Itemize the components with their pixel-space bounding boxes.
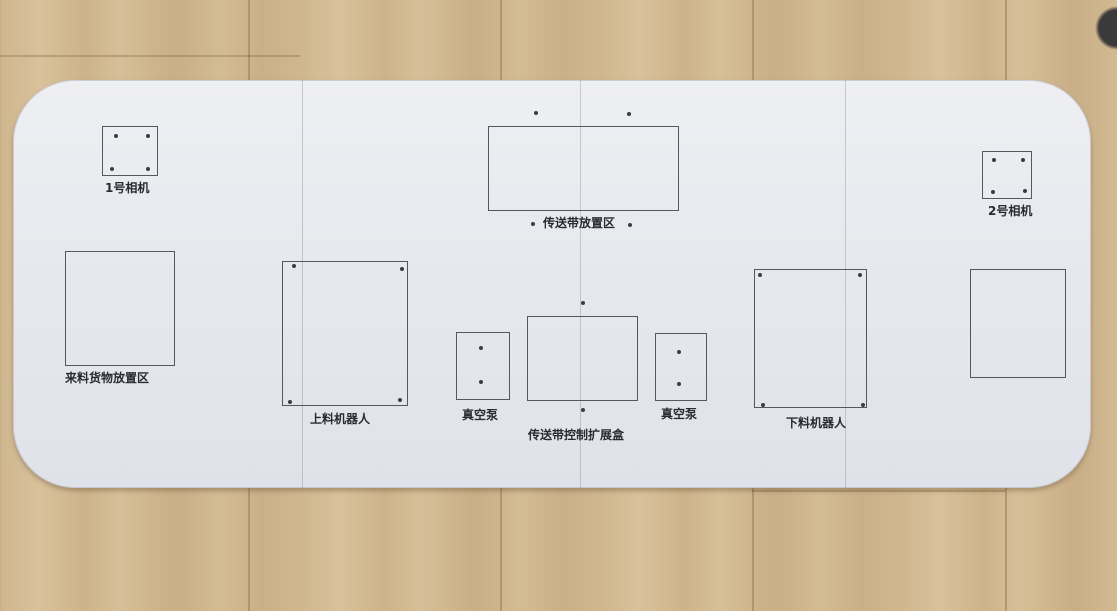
vacuum-pump-left-outline	[456, 332, 510, 400]
mount-hole	[861, 403, 865, 407]
mount-hole	[398, 398, 402, 402]
mount-hole	[1023, 189, 1027, 193]
conveyor-control-box-label: 传送带控制扩展盒	[528, 428, 625, 442]
mount-hole	[288, 400, 292, 404]
mount-hole	[677, 350, 681, 354]
conveyor-zone-outline	[488, 126, 679, 211]
mount-hole	[400, 267, 404, 271]
vacuum-pump-right-label: 真空泵	[661, 407, 698, 421]
mount-hole	[292, 264, 296, 268]
unloading-robot-outline	[754, 269, 867, 408]
mount-hole	[677, 382, 681, 386]
mount-hole	[581, 408, 585, 412]
plank-joint	[0, 55, 300, 57]
mount-hole	[627, 112, 631, 116]
loading-robot-outline	[282, 261, 408, 406]
camera-1-mount	[102, 126, 158, 176]
mount-hole	[146, 134, 150, 138]
board-seam	[302, 80, 303, 488]
board-seam	[845, 80, 846, 488]
mount-hole	[110, 167, 114, 171]
camera-1-label: 1号相机	[105, 181, 150, 195]
mount-hole	[758, 273, 762, 277]
mount-hole	[991, 190, 995, 194]
mount-hole	[992, 158, 996, 162]
conveyor-zone-label: 传送带放置区	[543, 216, 616, 230]
cable	[1047, 0, 1117, 70]
board-seam	[580, 80, 581, 488]
camera-2-mount	[982, 151, 1032, 199]
mount-hole	[479, 346, 483, 350]
vacuum-pump-right-outline	[655, 333, 707, 401]
mount-hole	[534, 111, 538, 115]
layout-board: 1号相机 传送带放置区 2号相机 来料货物放置区 上料机器人 真空泵 传送带控制…	[13, 80, 1091, 488]
mount-hole	[531, 222, 535, 226]
unloading-robot-label: 下料机器人	[786, 416, 847, 430]
unlabeled-zone-outline	[970, 269, 1066, 378]
conveyor-control-box-outline	[527, 316, 638, 401]
vacuum-pump-left-label: 真空泵	[462, 408, 499, 422]
mount-hole	[1021, 158, 1025, 162]
mount-hole	[114, 134, 118, 138]
loading-robot-label: 上料机器人	[310, 412, 371, 426]
plank-joint	[752, 490, 1005, 492]
camera-2-label: 2号相机	[988, 204, 1033, 218]
mount-hole	[146, 167, 150, 171]
mount-hole	[581, 301, 585, 305]
mount-hole	[858, 273, 862, 277]
mount-hole	[479, 380, 483, 384]
mount-hole	[628, 223, 632, 227]
mount-hole	[761, 403, 765, 407]
incoming-zone-label: 来料货物放置区	[65, 371, 150, 385]
incoming-zone-outline	[65, 251, 175, 366]
